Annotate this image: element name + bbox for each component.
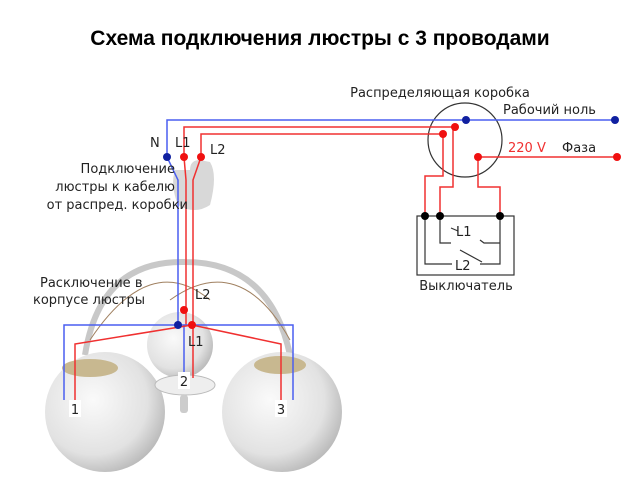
- lamp1-label: 1: [71, 403, 79, 418]
- lamp-neutral-wires: [63, 324, 294, 400]
- phase-wire: [477, 156, 617, 215]
- globe-2: [147, 312, 213, 378]
- globe-cap: [62, 359, 118, 377]
- switch-l1-label: L1: [456, 225, 472, 240]
- arm: [82, 258, 293, 356]
- lamp2-label: 2: [180, 375, 188, 390]
- switch-l1-wire: [439, 127, 454, 215]
- l2-wire: [192, 133, 443, 312]
- neutral-wire: [166, 119, 615, 325]
- phase-label: Фаза: [562, 141, 596, 156]
- chandelier-l1-label: L1: [188, 335, 204, 350]
- switch-label: Выключатель: [419, 279, 512, 294]
- switch-contacts: [424, 216, 501, 265]
- split-label-2: корпусе люстры: [33, 293, 145, 308]
- switch-l2-label: L2: [455, 259, 471, 274]
- lamp3-tag: [275, 400, 287, 417]
- neutral-label: Рабочий ноль: [503, 103, 596, 118]
- split-label-1: Расключение в: [40, 276, 142, 291]
- page-title: Схема подключения люстры с 3 проводами: [90, 27, 549, 50]
- arm-wire: [89, 281, 211, 341]
- connection-dots: [163, 116, 621, 329]
- cable-label-3: от распред. коробки: [47, 198, 188, 213]
- voltage-label: 220 V: [508, 141, 546, 156]
- globe-cap: [254, 356, 306, 374]
- lamp3-label: 3: [277, 403, 285, 418]
- l2-label: L2: [210, 143, 226, 158]
- switch-l2-wire: [424, 134, 444, 215]
- lamp2-tag: [178, 372, 190, 389]
- cable-label-2: люстры к кабелю: [55, 180, 175, 195]
- l1-label: L1: [175, 136, 191, 151]
- cable-label-1: Подключение: [81, 162, 175, 177]
- finial: [180, 395, 188, 413]
- n-label: N: [150, 136, 160, 151]
- switch-box: [416, 215, 515, 276]
- lamp1-tag: [69, 400, 81, 417]
- chandelier-l2-label: L2: [195, 288, 211, 303]
- junction-box-circle: [427, 102, 503, 178]
- junction-box-label: Распределяющая коробка: [350, 86, 530, 101]
